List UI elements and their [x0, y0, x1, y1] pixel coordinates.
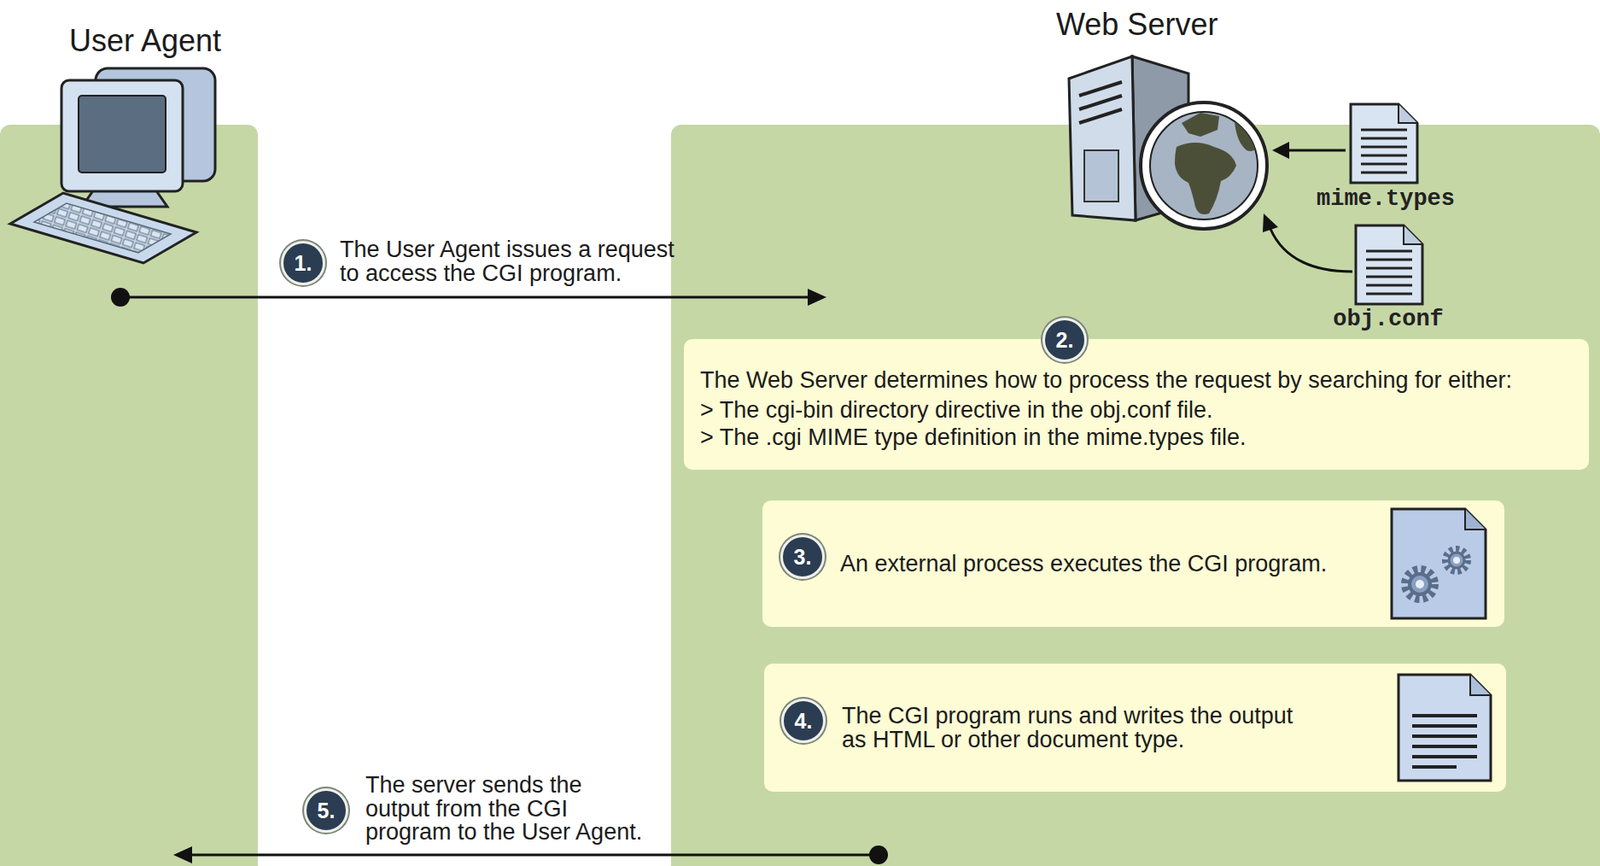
callout-number: 3. — [794, 544, 812, 569]
gears-document-icon — [1409, 573, 1431, 595]
server-icon — [1068, 56, 1136, 221]
arrowhead — [1262, 141, 1290, 233]
globe-icon — [1140, 102, 1268, 229]
arrowhead — [1272, 141, 1290, 159]
file-icon — [1403, 225, 1423, 245]
gears-document-icon — [1391, 508, 1486, 619]
request-arrow — [110, 287, 827, 307]
step-text: An external process executes the CGI pro… — [840, 551, 1396, 576]
computer-icon — [10, 192, 197, 263]
arrowhead — [807, 288, 827, 306]
step-text: The CGI program runs and writes the outp… — [841, 703, 1308, 752]
server-icon — [1084, 150, 1119, 202]
server-icon — [1079, 109, 1122, 123]
gears-document-icon — [1415, 579, 1425, 589]
callout-number: 5. — [317, 798, 336, 823]
computer-icon — [81, 189, 168, 207]
file-name: mime.types — [1316, 186, 1455, 212]
process-box: The CGI program runs and writes the outp… — [764, 663, 1507, 792]
globe-icon — [1174, 112, 1261, 215]
step-text: The server sends the output from the CGI… — [365, 773, 649, 845]
globe-icon — [1181, 112, 1220, 137]
file-icon — [1355, 225, 1423, 304]
start-dot — [110, 287, 130, 307]
globe-icon — [1140, 102, 1268, 229]
file-icon — [1366, 251, 1413, 294]
step-number: 4. — [781, 698, 826, 743]
process-box: The Web Server determines how to process… — [683, 338, 1589, 470]
globe-icon — [1174, 142, 1237, 215]
file-icon — [1360, 129, 1408, 173]
step-text: The User Agent issues a request to acces… — [339, 238, 692, 286]
gears-document-icon — [1448, 552, 1465, 568]
server-icon — [1079, 95, 1122, 110]
document-icon — [1398, 674, 1491, 781]
file-icon — [1398, 104, 1418, 123]
config-arrow — [1270, 228, 1353, 272]
arrowhead — [173, 846, 193, 864]
start-dot — [869, 845, 888, 865]
connector-line — [120, 296, 812, 299]
gears-document-icon — [1445, 548, 1468, 572]
step-text: > The .cgi MIME type definition in the m… — [700, 425, 1581, 450]
computer-icon — [34, 203, 171, 253]
gears-document-icon — [1391, 508, 1486, 619]
computer-icon — [95, 68, 216, 182]
gears-document-icon — [1405, 569, 1435, 599]
globe-icon — [1234, 121, 1261, 152]
step-number: 5. — [303, 788, 349, 833]
step-text: The Web Server determines how to process… — [700, 367, 1581, 392]
gears-document-icon — [1465, 508, 1486, 530]
file-icon — [1350, 104, 1418, 183]
step-number: 3. — [780, 534, 825, 579]
server-icon — [1068, 56, 1189, 221]
panel-heading: User Agent — [69, 22, 222, 60]
computer-icon — [61, 80, 183, 192]
web-server-panel: Web Server2.The Web Server determines ho… — [671, 124, 1600, 866]
callout-number: 1. — [294, 251, 313, 275]
server-icon — [1132, 56, 1189, 221]
file-icon — [1350, 104, 1418, 183]
arrowhead — [1262, 213, 1279, 233]
file-name: obj.conf — [1332, 306, 1444, 333]
callout-number: 4. — [794, 708, 813, 733]
panel-heading: Web Server — [1056, 5, 1218, 44]
document-icon — [1470, 674, 1491, 695]
globe-icon — [1150, 111, 1258, 220]
file-icon — [1355, 225, 1423, 304]
gears-document-icon — [1453, 556, 1460, 564]
config-arrow — [1285, 149, 1346, 152]
step-number: 2. — [1042, 317, 1087, 363]
computer-icon — [10, 68, 216, 263]
computer-icon — [78, 95, 166, 173]
connector-line — [188, 853, 879, 857]
document-icon — [1412, 715, 1478, 767]
document-icon — [1398, 674, 1491, 781]
process-box: An external process executes the CGI pro… — [762, 500, 1505, 627]
step-number: 1. — [280, 240, 326, 286]
user-agent-band: User Agent — [0, 124, 258, 866]
server-icon — [1079, 81, 1122, 96]
request-arrow — [173, 845, 888, 865]
step-text: > The cgi-bin directory directive in the… — [700, 397, 1581, 422]
callout-number: 2. — [1056, 327, 1075, 352]
